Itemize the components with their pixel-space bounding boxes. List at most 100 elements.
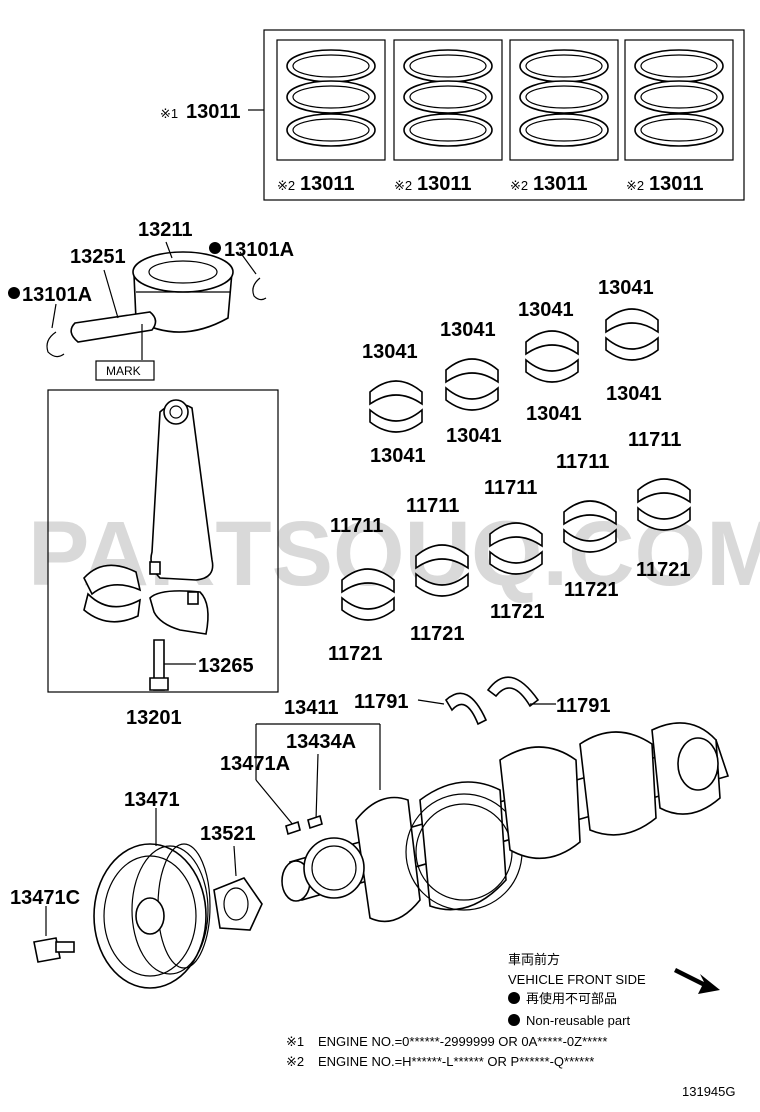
mark-box [95, 360, 155, 381]
note2-text: ENGINE NO.=H******-L****** OR P******-Q*… [318, 1054, 594, 1069]
label-crank-gear: 13521 [200, 823, 256, 845]
connecting-rod-assembly: 13265 13201 [47, 389, 279, 729]
label-rod-bearing-1: 13041 [362, 341, 418, 363]
ring-label-3: 13011 [533, 173, 588, 195]
label-upper-bearing-2: 11711 [406, 495, 459, 517]
snap-ring-right [252, 277, 267, 301]
nonreusable-legend-dot-en [508, 1014, 520, 1026]
ring-box-1 [276, 39, 386, 161]
legend-nonreuse-jp: 再使用不可部品 [526, 991, 617, 1006]
label-lower-bearing-4: 11721 [564, 579, 619, 601]
rod-bearing-pair-3 [525, 330, 579, 383]
nonreusable-legend-dot-jp [508, 992, 520, 1004]
label-snap-ring-right: 13101A [224, 239, 294, 261]
piston-rings-4 [634, 49, 724, 147]
label-upper-bearing-1: 11711 [330, 515, 383, 537]
label-rod-assy: 13201 [126, 707, 182, 729]
label-piston-pin: 13251 [70, 246, 126, 268]
label-snap-ring-left: 13101A [22, 284, 92, 306]
ring-mark-1: ※2 [277, 178, 295, 193]
label-upper-bearing-4: 11711 [556, 451, 609, 473]
ring-set-mark: ※1 [160, 106, 178, 121]
ring-mark-4: ※2 [626, 178, 644, 193]
ring-mark-2: ※2 [394, 178, 412, 193]
ring-label-4: 13011 [649, 173, 704, 195]
nonreusable-dot-left [8, 287, 20, 299]
ring-label-1: 13011 [300, 173, 355, 195]
thrust-washers: 11791 11791 [354, 676, 611, 726]
snap-ring-left [46, 331, 65, 358]
crank-gear [213, 877, 263, 931]
rod-bearings: 13041 13041 13041 13041 13041 13041 1304… [362, 277, 662, 467]
crankshaft: 13411 13434A 13471A [220, 697, 730, 923]
label-crank-key-2: 13471A [220, 753, 290, 775]
legend-front-jp: 車両前方 [508, 952, 560, 967]
thrust-washer-left [444, 692, 488, 726]
label-rod-bearing-8: 13041 [606, 383, 662, 405]
ring-set-frame [263, 29, 745, 201]
label-lower-bearing-3: 11721 [490, 601, 545, 623]
nonreusable-dot-right [209, 242, 221, 254]
piston-assembly: MARK 13211 13251 13101A 13101A [8, 219, 294, 381]
rod-frame [47, 389, 279, 693]
label-rod-bearing-2: 13041 [370, 445, 426, 467]
main-bearing-pair-2 [415, 544, 469, 597]
rod-cap [149, 590, 209, 635]
legend-front-en: VEHICLE FRONT SIDE [508, 972, 646, 987]
ring-mark-3: ※2 [510, 178, 528, 193]
note2-mark: ※2 [286, 1054, 304, 1069]
rod-bearing-pair-1 [369, 380, 423, 433]
connecting-rod [150, 403, 214, 581]
label-lower-bearing-1: 11721 [328, 643, 383, 665]
crank-key-1 [285, 820, 301, 836]
front-direction-arrow [674, 968, 720, 994]
main-bearing-pair-3 [489, 522, 543, 575]
ring-box-2 [393, 39, 503, 161]
piston-rings-2 [403, 49, 493, 147]
mark-text: MARK [106, 364, 141, 378]
ring-set-label: 13011 [186, 101, 241, 123]
piston-rings-3 [519, 49, 609, 147]
figure-id: 131945G [682, 1084, 736, 1099]
rod-bearing-pair-4 [605, 308, 659, 361]
ring-box-4 [624, 39, 734, 161]
crank-pulley-bolt [33, 937, 61, 963]
label-lower-bearing-2: 11721 [410, 623, 465, 645]
legend: 車両前方 VEHICLE FRONT SIDE 再使用不可部品 Non-reus… [286, 952, 736, 1099]
label-crankshaft: 13411 [284, 697, 339, 719]
note1-mark: ※1 [286, 1034, 304, 1049]
label-piston: 13211 [138, 219, 193, 241]
label-crank-pulley: 13471 [124, 789, 180, 811]
label-crank-pulley-bolt: 13471C [10, 887, 80, 909]
label-rod-bearing-3: 13041 [440, 319, 496, 341]
piston-pin [70, 311, 157, 343]
label-rod-bolt: 13265 [198, 655, 254, 677]
ring-box-3 [509, 39, 619, 161]
label-upper-bearing-3: 11711 [484, 477, 537, 499]
label-upper-bearing-5: 11711 [628, 429, 681, 451]
note1-text: ENGINE NO.=0******-2999999 OR 0A*****-0Z… [318, 1034, 607, 1049]
label-rod-bearing-4: 13041 [446, 425, 502, 447]
rod-bearing-upper [83, 564, 142, 596]
rod-bearing-lower [83, 592, 141, 623]
label-crank-key: 13434A [286, 731, 356, 753]
main-bearing-pair-4 [563, 500, 617, 553]
thrust-washer-right [486, 676, 540, 708]
label-rod-bearing-6: 13041 [526, 403, 582, 425]
main-bearing-pair-1 [341, 568, 395, 621]
label-thrust-right: 11791 [556, 695, 611, 717]
main-bearing-pair-5 [637, 478, 691, 531]
label-rod-bearing-5: 13041 [518, 299, 574, 321]
label-lower-bearing-5: 11721 [636, 559, 691, 581]
piston-rings-1 [286, 49, 376, 147]
main-bearings: 11711 11711 11711 11711 11711 11721 1172… [328, 429, 691, 665]
ring-label-2: 13011 [417, 173, 472, 195]
rod-bearing-pair-2 [445, 358, 499, 411]
label-thrust-left: 11791 [354, 691, 409, 713]
crank-pulley-group: 13471 13521 13471C [10, 789, 263, 989]
timing-sprocket [303, 837, 365, 899]
label-rod-bearing-7: 13041 [598, 277, 654, 299]
legend-nonreuse-en: Non-reusable part [526, 1013, 630, 1028]
piston-ring-set: ※1 13011 ※2 13011 ※2 13011 ※2 13011 ※2 1… [160, 29, 745, 201]
